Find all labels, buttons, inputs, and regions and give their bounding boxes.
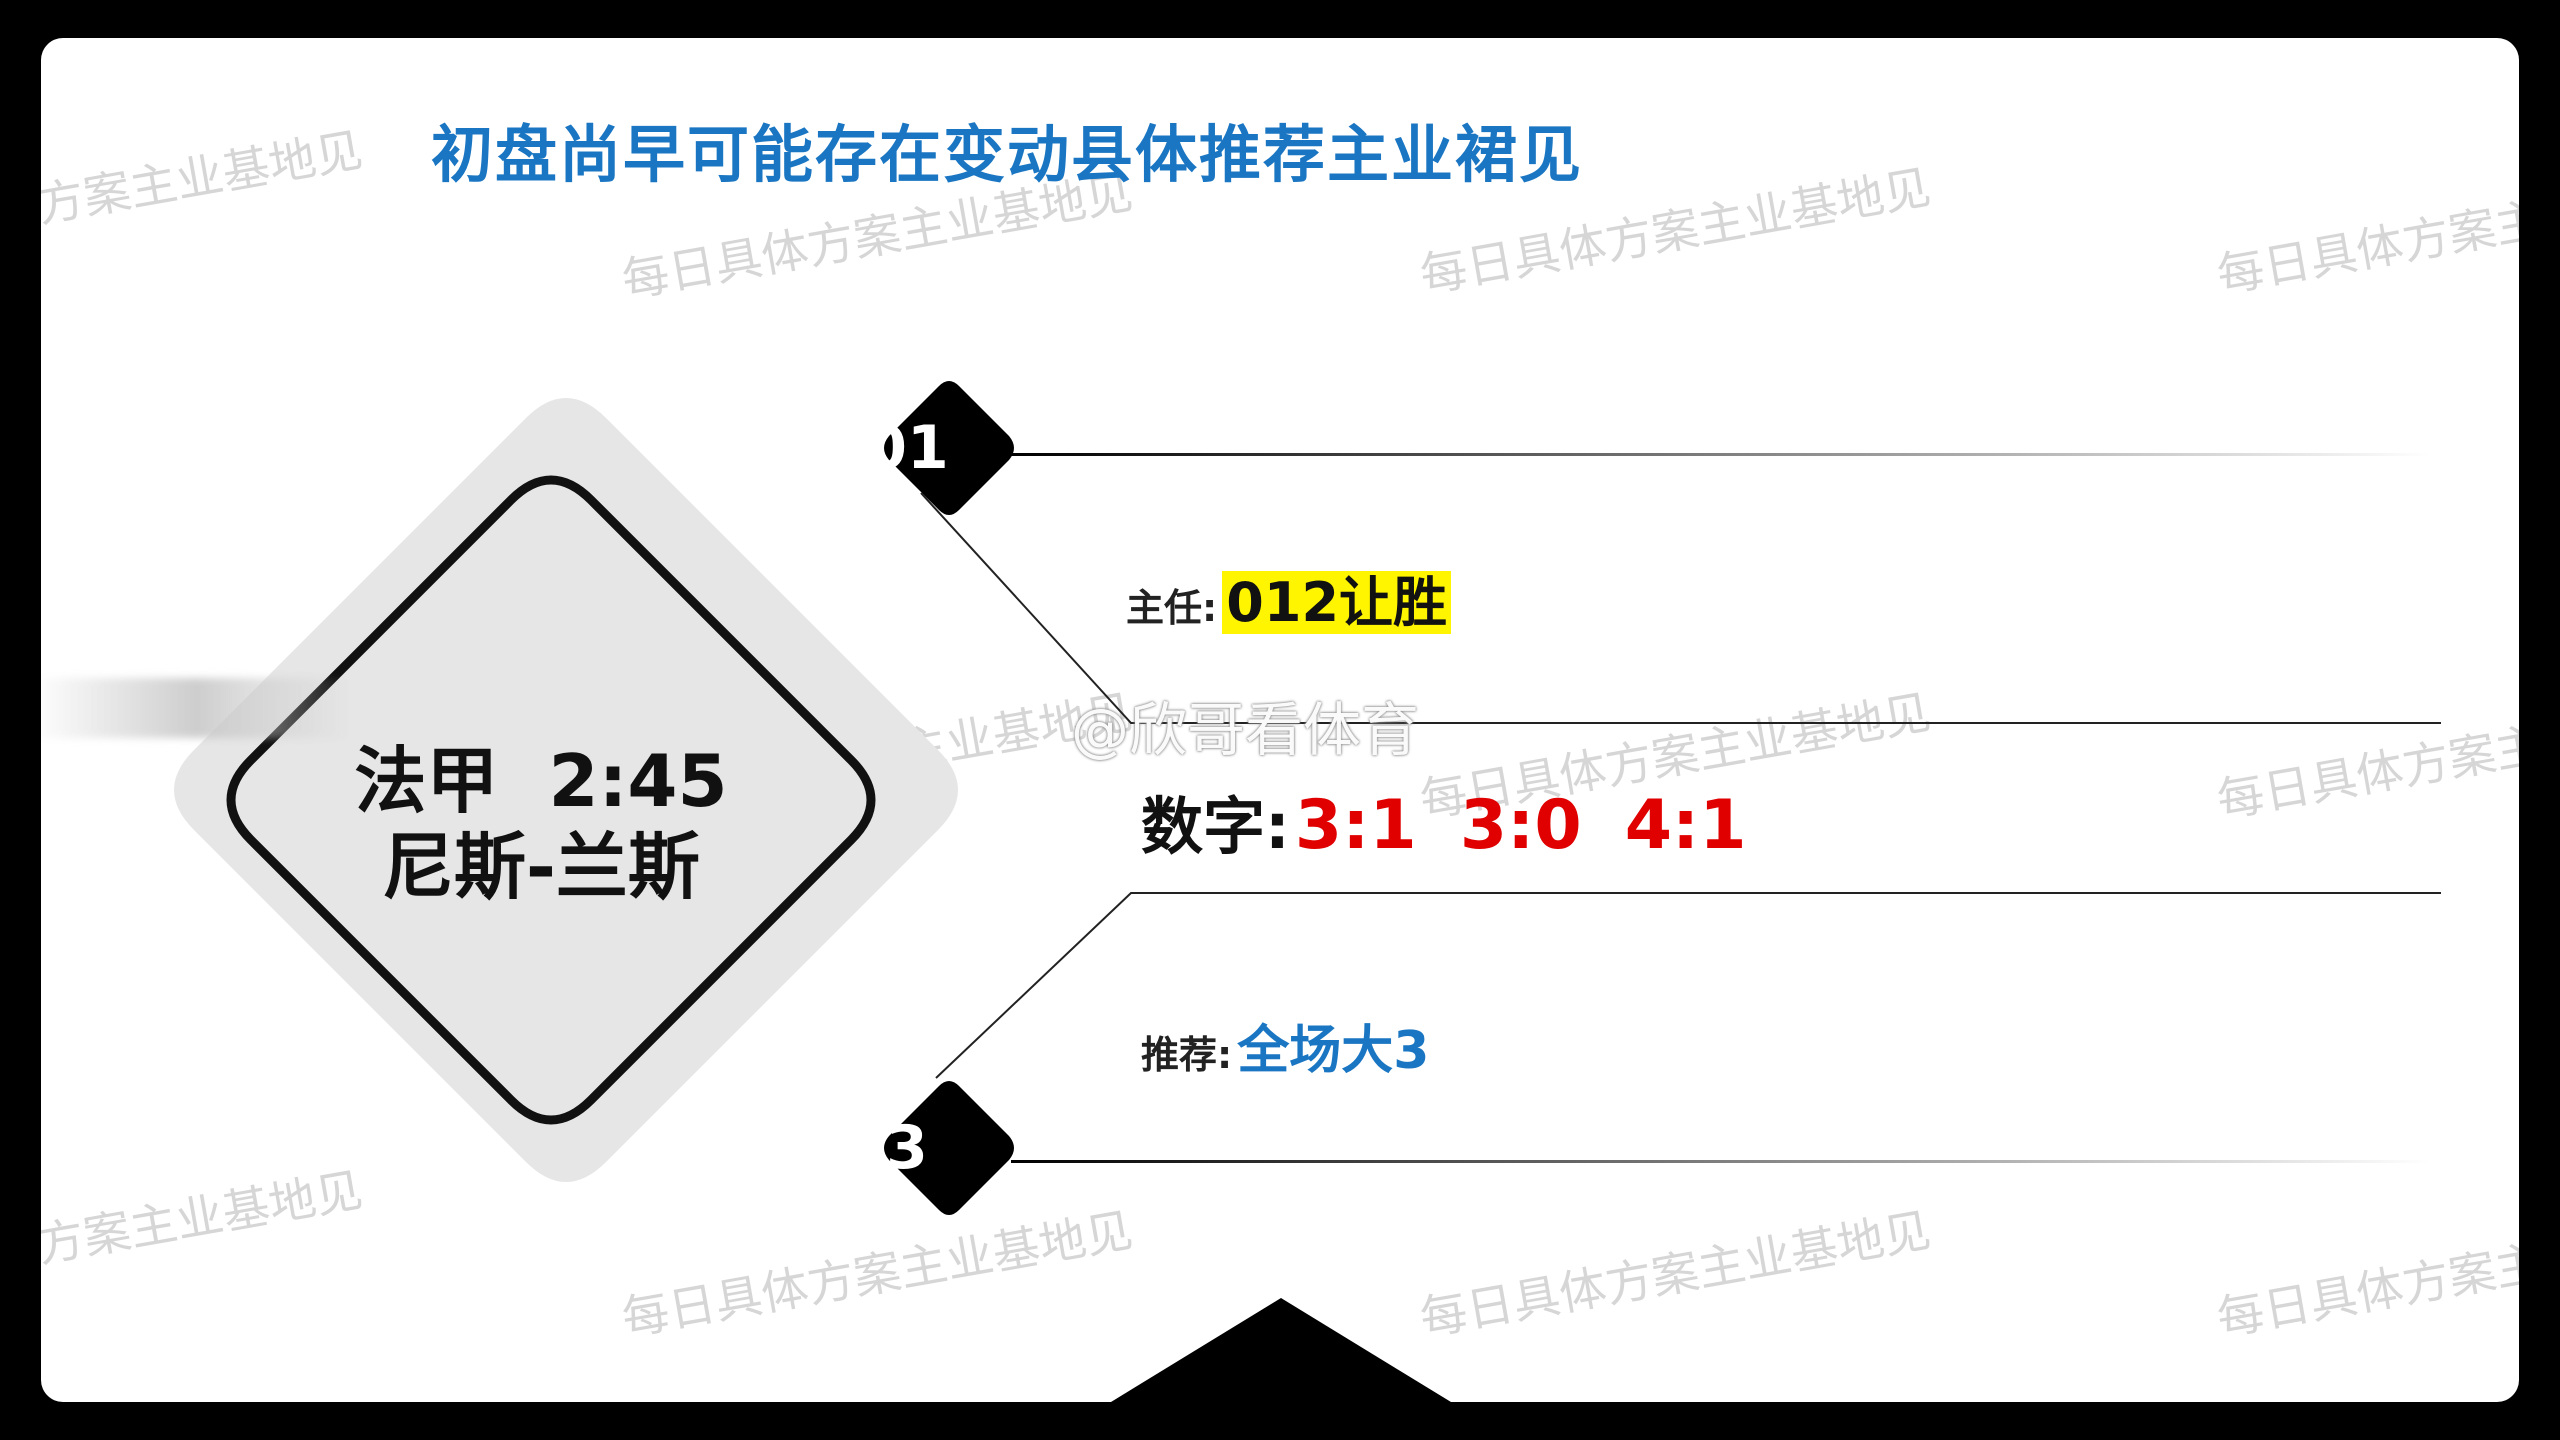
grey-diamond-shape <box>174 398 958 1182</box>
score-value: 3:1 <box>1294 786 1417 865</box>
badge-diamond-bottom <box>884 1081 1014 1215</box>
recommend-label: 推荐: <box>1141 1033 1233 1077</box>
bottom-triangle <box>1111 1298 1451 1402</box>
connector-line <box>920 492 2441 724</box>
outlined-diamond-shape <box>226 475 876 1125</box>
badge-number-top: 01 <box>865 413 949 483</box>
page-title: 初盘尚早可能存在变动县体推荐主业裙见 <box>431 118 1584 191</box>
score-value: 3:0 <box>1459 786 1582 865</box>
connector-line <box>935 892 2441 1079</box>
slide-canvas: 方案主业基地见 每日具体方案主业基地见 每日具体方案主业基地见 每日具体方案主 … <box>41 38 2519 1402</box>
match-info: 法甲 2:45 尼斯-兰斯 <box>341 738 741 910</box>
scores-label: 数字: <box>1141 790 1290 863</box>
score-value: 4:1 <box>1624 786 1747 865</box>
match-league-time: 法甲 2:45 <box>354 739 728 823</box>
divider-line <box>1011 453 2431 456</box>
handicap-row: 主任: 012让胜 <box>1126 558 1452 637</box>
divider-line <box>1011 1160 2431 1163</box>
weibo-watermark: @欣哥看体育 <box>1071 696 1420 764</box>
badge-diamond-top <box>884 381 1014 515</box>
scores-row: 数字: 3:1 3:0 4:1 <box>1141 776 1785 866</box>
handicap-label: 主任: <box>1126 586 1218 630</box>
decorative-graphics <box>174 381 2441 1402</box>
badge-number-bottom: 3 <box>886 1113 928 1183</box>
handicap-value: 012让胜 <box>1222 571 1452 634</box>
recommend-row: 推荐: 全场大3 <box>1141 1008 1429 1083</box>
match-teams: 尼斯-兰斯 <box>382 825 700 909</box>
recommend-value: 全场大3 <box>1237 1021 1430 1081</box>
blurred-overlay <box>41 678 351 738</box>
